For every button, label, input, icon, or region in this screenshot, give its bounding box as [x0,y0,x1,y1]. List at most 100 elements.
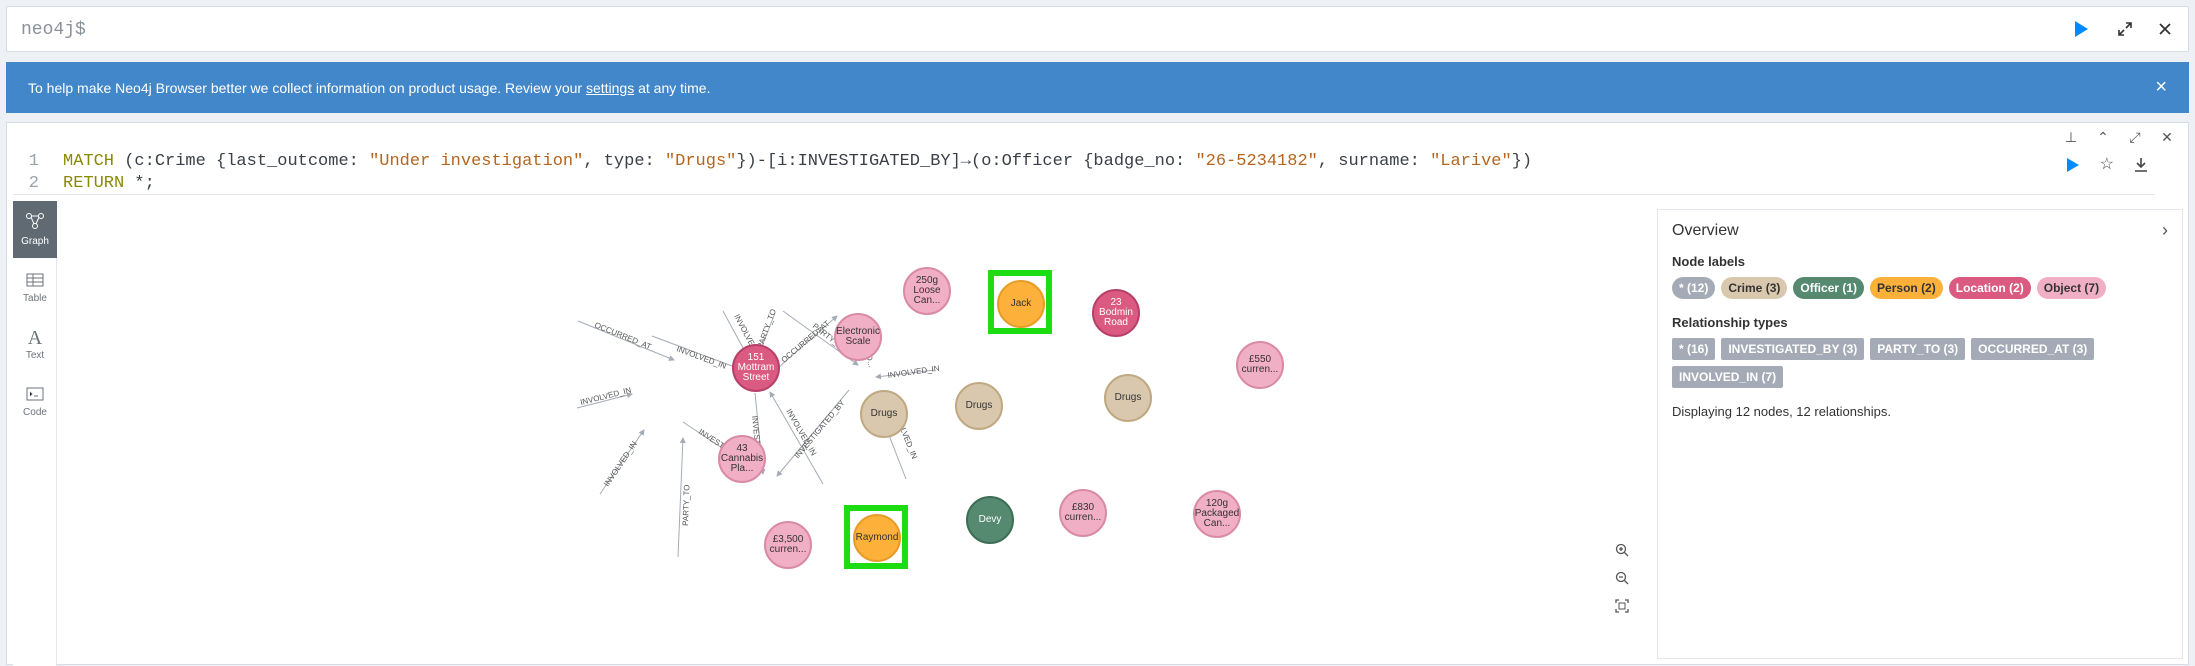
code-token: }) [1511,152,1533,171]
relationship-type-chip[interactable]: INVESTIGATED_BY (3) [1721,338,1865,360]
code-token: RETURN [63,174,125,193]
play-icon [2075,21,2088,37]
fullscreen-button[interactable] [2115,19,2135,39]
table-icon [26,269,44,293]
rel-line[interactable] [677,437,686,558]
line-number: 2 [28,174,39,193]
run-query-icon[interactable] [2066,157,2080,173]
graph-node-object[interactable]: 43 Cannabis Pla... [718,435,766,483]
code-token: , type: [583,152,665,171]
relationship-type-chip[interactable]: INVOLVED_IN (7) [1672,366,1784,388]
relationship-type-chip[interactable]: * (16) [1672,338,1716,360]
view-tab-code[interactable]: Code [13,372,57,429]
graph-node-object[interactable]: Electronic Scale [834,313,882,361]
settings-link[interactable]: settings [585,80,635,96]
graph-node-person[interactable]: Raymond [853,514,901,562]
graph-summary: Displaying 12 nodes, 12 relationships. [1672,404,1891,419]
relationship-type-chip[interactable]: OCCURRED_AT (3) [1971,338,2095,360]
banner-close-icon[interactable]: × [2155,76,2167,98]
zoom-toolbar [1615,543,1629,613]
edge-label: INVOLVED_IN [675,344,727,370]
close-button[interactable] [2155,19,2175,39]
query-line-2[interactable]: RETURN *; [63,173,155,195]
line-number: 1 [28,152,39,171]
rel-line[interactable] [769,391,824,485]
download-icon[interactable] [2134,157,2148,173]
highlight-box-jack [988,270,1052,334]
rel-line[interactable] [770,315,838,375]
collapse-overview-icon[interactable]: › [2162,220,2168,240]
maximize-icon[interactable]: ⤢ [2129,129,2141,145]
rel-line[interactable] [577,320,675,361]
zoom-in-icon[interactable] [1615,543,1629,557]
fit-to-screen-icon[interactable] [1615,599,1629,613]
top-query-bar[interactable]: neo4j$ [6,6,2189,52]
banner-text: To help make Neo4j Browser better we col… [28,80,711,96]
edge-label: OCCURRED_AT [780,319,832,365]
query-editor[interactable]: 1 MATCH (c:Crime {last_outcome: "Under i… [13,147,2155,195]
code-token: })-[i:INVESTIGATED_BY]→(o:Officer {badge… [736,152,1196,171]
pin-icon[interactable]: ⊥ [2064,129,2078,145]
code-token: (c:Crime {last_outcome: [114,152,370,171]
graph-node-object[interactable]: £550 curren... [1236,341,1284,389]
graph-node-location[interactable]: 23 Bodmin Road [1092,289,1140,337]
code-token: MATCH [63,152,115,171]
graph-node-crime[interactable]: Drugs [860,390,908,438]
rel-line[interactable] [576,392,633,409]
node-label-chip[interactable]: Crime (3) [1721,277,1788,299]
view-tab-text[interactable]: A Text [25,327,45,361]
usage-banner: To help make Neo4j Browser better we col… [6,62,2189,113]
query-prompt[interactable]: neo4j$ [21,20,86,40]
graph-node-object[interactable]: 120g Packaged Can... [1193,490,1241,538]
graph-node-object[interactable]: 250g Loose Can... [903,267,951,315]
run-query-button[interactable] [2071,19,2091,39]
view-tab-graph[interactable]: Graph [13,201,57,258]
node-label-chip[interactable]: Person (2) [1870,277,1943,299]
relationship-type-chip[interactable]: PARTY_TO (3) [1870,338,1966,360]
node-labels-title: Node labels [1672,254,1745,269]
graph-node-crime[interactable]: Drugs [1104,374,1152,422]
relationship-type-chips: * (16)INVESTIGATED_BY (3)PARTY_TO (3)OCC… [1672,338,2168,388]
highlight-box-raymond [844,505,908,569]
code-token: "26-5234182" [1195,152,1318,171]
overview-panel: › Overview Node labels * (12)Crime (3)Of… [1657,209,2183,659]
graph-node-officer[interactable]: Devy [966,496,1014,544]
graph-node-crime[interactable]: Drugs [955,382,1003,430]
query-line-1[interactable]: MATCH (c:Crime {last_outcome: "Under inv… [63,151,1532,173]
edge-label: INVOLVED_IN [602,440,639,489]
code-icon [26,383,44,407]
graph-node-person[interactable]: Jack [997,280,1045,328]
overview-title: Overview [1672,222,1739,239]
rel-line[interactable] [776,389,850,477]
node-label-chips: * (12)Crime (3)Officer (1)Person (2)Loca… [1672,277,2168,299]
node-label-chip[interactable]: * (12) [1672,277,1716,299]
view-sidebar: Graph Table A Text Code [13,201,57,666]
zoom-out-icon[interactable] [1615,571,1629,585]
editor-actions: ☆ [2066,157,2148,173]
graph-node-location[interactable]: 151 Mottram Street [732,344,780,392]
graph-node-object[interactable]: £830 curren... [1059,489,1107,537]
edge-label: OCCURRED_AT [593,321,652,352]
relationship-types-title: Relationship types [1672,315,1788,330]
graph-canvas[interactable]: OCCURRED_AT INVOLVED_IN INVOLVED_IN PART… [58,201,1648,666]
favorite-star-icon[interactable]: ☆ [2099,156,2114,173]
node-label-chip[interactable]: Object (7) [2036,277,2107,299]
code-token: *; [124,174,155,193]
node-label-chip[interactable]: Officer (1) [1793,277,1865,299]
relationship-layer: OCCURRED_AT INVOLVED_IN INVOLVED_IN PART… [576,308,940,558]
graph-icon [25,212,45,236]
node-label-chip[interactable]: Location (2) [1948,277,2031,299]
edge-label: INVOLVED_IN [887,364,940,380]
frame-toolbar: ⊥ ⌃ ⤢ ✕ [2064,129,2174,146]
code-token: , surname: [1317,152,1431,171]
collapse-icon[interactable]: ⌃ [2097,129,2109,145]
close-icon [2159,23,2171,35]
graph-node-object[interactable]: £3,500 curren... [764,521,812,569]
code-token: "Under investigation" [369,152,584,171]
text-icon: A [27,327,43,349]
frame-close-icon[interactable]: ✕ [2161,129,2173,145]
view-tab-table[interactable]: Table [13,258,57,315]
rel-line[interactable] [875,369,936,380]
rel-line[interactable] [599,429,645,495]
rel-line[interactable] [651,335,741,371]
